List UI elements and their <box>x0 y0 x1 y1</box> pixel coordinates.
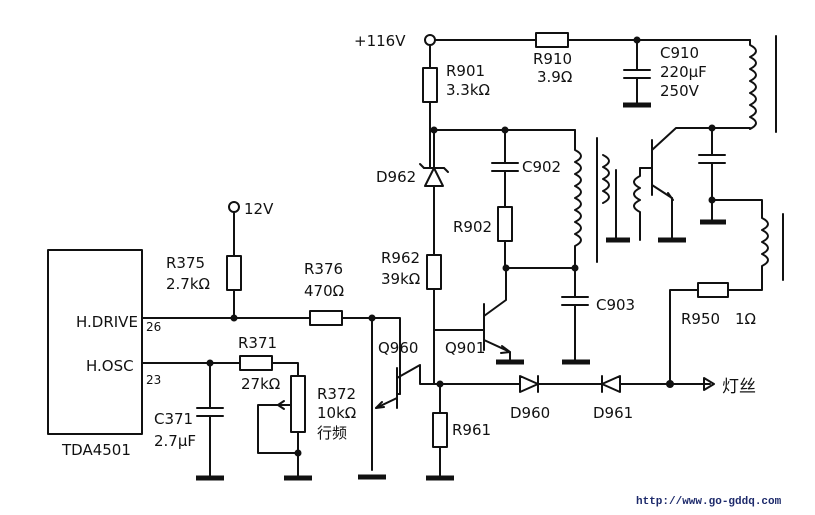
d961-symbol <box>601 375 621 393</box>
r372-body <box>290 375 306 433</box>
c903-symbol <box>561 267 589 363</box>
c910-symbol <box>623 39 651 106</box>
c-snubber <box>698 127 726 201</box>
label-r372-val: 10kΩ <box>317 404 356 422</box>
d962-symbol <box>423 129 445 256</box>
wire-r371-r372 <box>271 362 299 377</box>
label-c903: C903 <box>596 296 635 314</box>
label-c371-val: 2.7μF <box>154 432 196 450</box>
r901-body <box>422 67 438 103</box>
label-r372-note: 行频 <box>317 424 347 442</box>
label-d962: D962 <box>376 168 416 186</box>
r902-body <box>497 206 513 242</box>
label-d960: D960 <box>510 404 550 422</box>
label-12v: 12V <box>244 200 274 218</box>
wire-r902-node <box>504 240 576 269</box>
r375-body <box>226 255 242 291</box>
terminal-116v <box>424 34 436 46</box>
label-r375-ref: R375 <box>166 254 205 272</box>
r372-wiper <box>277 400 292 410</box>
wire-r376-q960 <box>341 317 401 395</box>
label-r375-val: 2.7kΩ <box>166 275 210 293</box>
r962-body <box>426 254 442 290</box>
label-r371-val: 27kΩ <box>241 375 280 393</box>
tr-feedback-coil <box>602 154 610 204</box>
r961-body <box>432 412 448 448</box>
label-r376-ref: R376 <box>304 260 343 278</box>
output-coil-top <box>711 39 757 130</box>
q960-emitter <box>375 397 398 409</box>
label-c910-ref: C910 <box>660 44 699 62</box>
label-c902: C902 <box>522 158 561 176</box>
transformer-primary-coil <box>574 129 582 269</box>
c902-symbol <box>491 129 519 208</box>
label-r961: R961 <box>452 421 491 439</box>
r376-body <box>309 310 343 326</box>
output-coil-bottom <box>711 199 769 291</box>
ic-pin23-number: 23 <box>146 373 161 387</box>
label-c910-val: 220μF <box>660 63 707 81</box>
label-c371-ref: C371 <box>154 410 193 428</box>
wire-r950-out <box>669 289 699 385</box>
ic-name: TDA4501 <box>61 441 131 459</box>
node-r372-gnd <box>294 449 302 457</box>
c371-symbol <box>196 362 224 479</box>
label-116v: +116V <box>354 32 406 50</box>
q901-emitter-arrow <box>500 345 511 354</box>
r371-body <box>239 355 273 371</box>
label-r910-val: 3.9Ω <box>537 68 572 86</box>
label-q901: Q901 <box>445 339 485 357</box>
d962-zener-bend <box>419 163 449 173</box>
label-r901-ref: R901 <box>446 62 485 80</box>
r950-body <box>697 282 729 298</box>
output-arrow <box>699 377 715 391</box>
wire-r372-wiper-loop <box>257 404 299 454</box>
label-r901-val: 3.3kΩ <box>446 81 490 99</box>
label-r950-val: 1Ω <box>735 310 756 328</box>
q960-emitter-arrow <box>375 401 385 409</box>
label-r962-val: 39kΩ <box>381 270 420 288</box>
label-d961: D961 <box>593 404 633 422</box>
label-output: 灯丝 <box>722 377 756 397</box>
node-q901-collector <box>502 264 510 272</box>
label-r950-ref: R950 <box>681 310 720 328</box>
label-r372-ref: R372 <box>317 385 356 403</box>
ic-pin-hosc-label: H.OSC <box>86 357 134 375</box>
label-r910-ref: R910 <box>533 50 572 68</box>
label-c910-val2: 250V <box>660 82 700 100</box>
label-r376-val: 470Ω <box>304 282 344 300</box>
ic-pin-hdrive-label: H.DRIVE <box>76 313 138 331</box>
ic-pin26-number: 26 <box>146 320 161 334</box>
label-r371-ref: R371 <box>238 334 277 352</box>
label-q960: Q960 <box>378 339 418 357</box>
d960-symbol <box>519 375 539 393</box>
q901-emitter <box>483 339 511 363</box>
label-r902: R902 <box>453 218 492 236</box>
q901-collector <box>483 267 507 317</box>
ic-body <box>47 249 143 435</box>
terminal-12v <box>228 201 240 213</box>
watermark-url: http://www.go-gddq.com <box>636 496 782 508</box>
tr-switch-coil <box>633 167 641 241</box>
r910-body <box>535 32 569 48</box>
label-r962-ref: R962 <box>381 249 420 267</box>
